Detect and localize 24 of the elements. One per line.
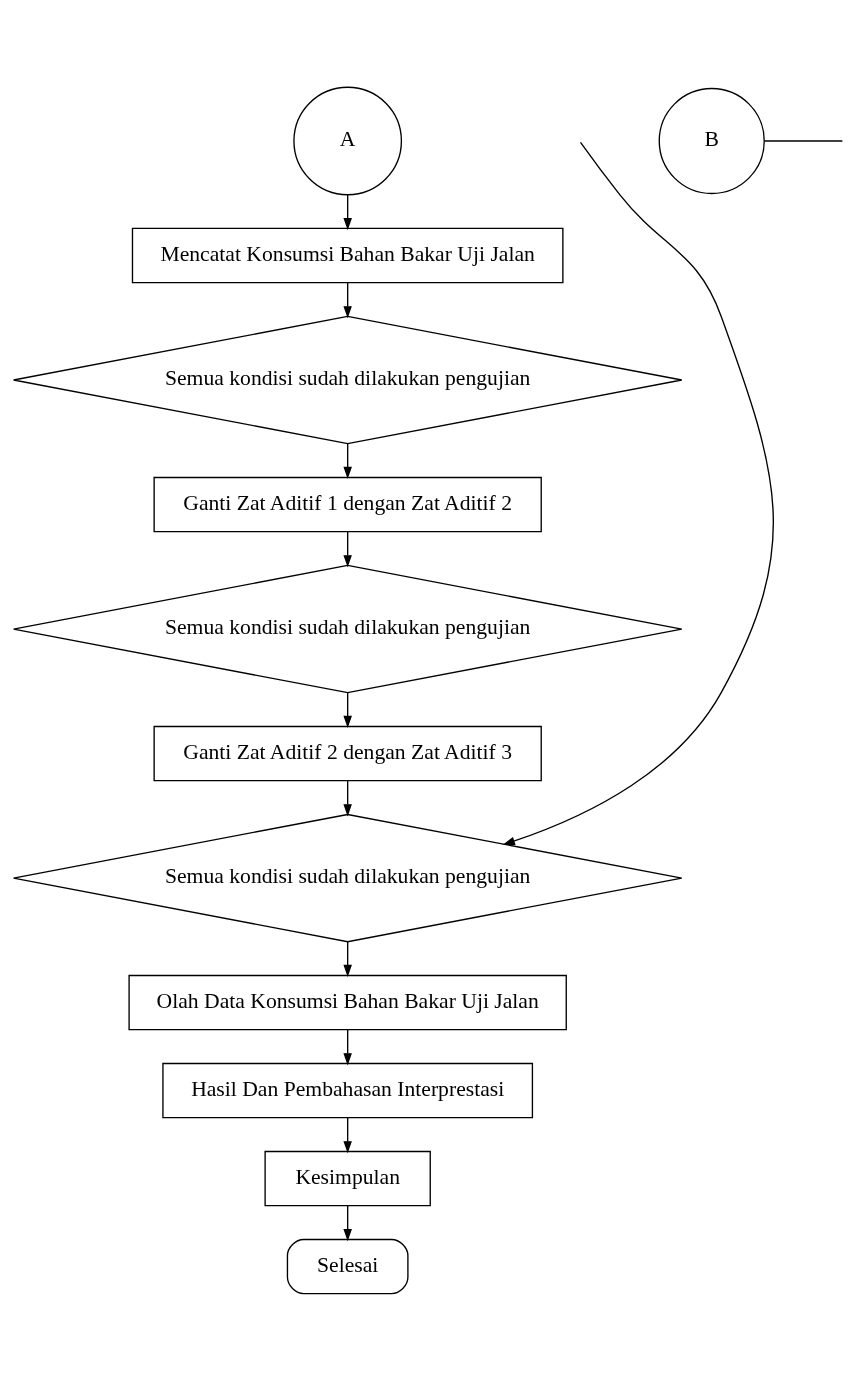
node-box: Olah Data Konsumsi Bahan Bakar Uji Jalan — [128, 974, 567, 1031]
node-box: Selesai — [286, 1238, 409, 1295]
node-diamond: Semua kondisi sudah dilakukan pengujian — [12, 564, 683, 694]
arrow — [343, 1117, 352, 1154]
arrow — [502, 141, 774, 846]
arrow — [343, 443, 352, 479]
node-box: Kesimpulan — [264, 1150, 431, 1207]
arrow — [343, 941, 352, 977]
arrow — [343, 692, 352, 728]
node-diamond: Semua kondisi sudah dilakukan pengujian — [12, 813, 683, 943]
node-circle: B — [658, 87, 765, 195]
arrow — [343, 780, 352, 817]
node-box: Ganti Zat Aditif 2 dengan Zat Aditif 3 — [153, 725, 542, 782]
arrow — [343, 1029, 352, 1066]
node-box: Mencatat Konsumsi Bahan Bakar Uji Jalan — [131, 227, 564, 284]
arrow — [343, 1205, 352, 1242]
connector — [763, 140, 844, 142]
node-diamond: Semua kondisi sudah dilakukan pengujian — [12, 315, 683, 445]
arrow — [343, 194, 352, 231]
node-circle: A — [293, 86, 403, 196]
node-box: Hasil Dan Pembahasan Interprestasi — [162, 1062, 534, 1119]
arrow — [343, 282, 352, 319]
arrow — [343, 531, 352, 568]
node-box: Ganti Zat Aditif 1 dengan Zat Aditif 2 — [153, 476, 542, 533]
